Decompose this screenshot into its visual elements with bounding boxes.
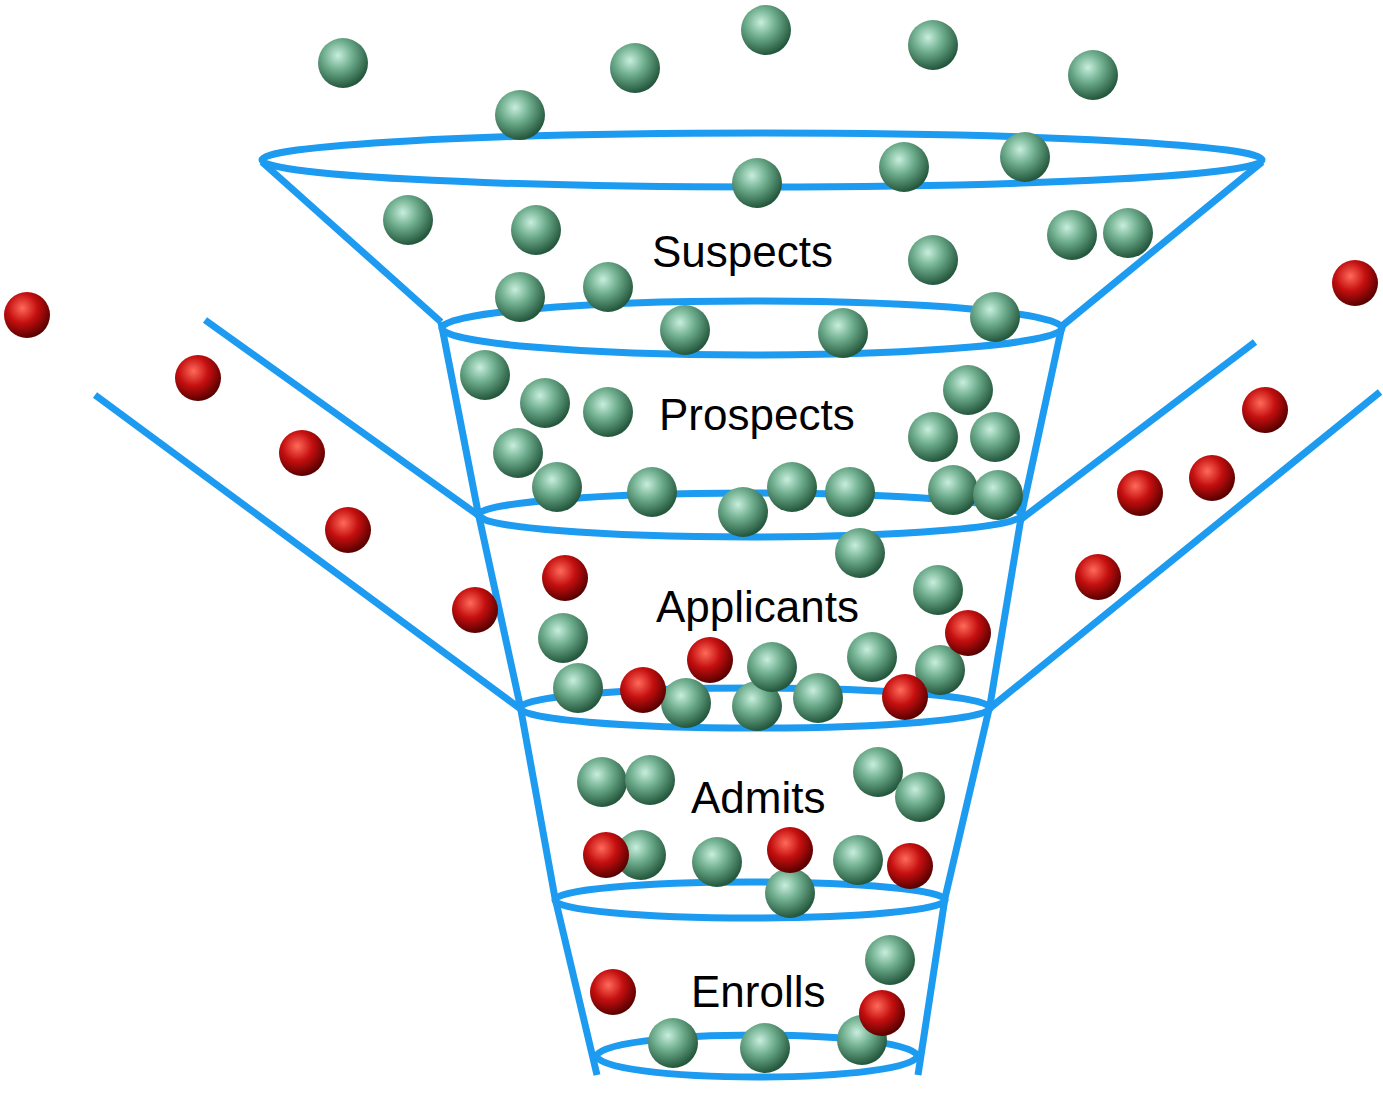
red-ball <box>1242 387 1288 433</box>
green-ball <box>692 837 742 887</box>
green-ball <box>625 755 675 805</box>
green-ball <box>970 412 1020 462</box>
green-ball <box>908 235 958 285</box>
green-ball <box>732 158 782 208</box>
green-ball <box>740 1023 790 1073</box>
chute-line <box>205 320 485 520</box>
funnel-side <box>441 322 478 512</box>
funnel-band: Prospects <box>653 389 861 441</box>
green-ball <box>765 868 815 918</box>
funnel-side <box>520 705 555 898</box>
funnel-band: Enrolls <box>685 966 832 1018</box>
green-ball <box>495 90 545 140</box>
green-ball <box>520 378 570 428</box>
red-ball <box>175 355 221 401</box>
red-ball <box>620 667 666 713</box>
green-ball <box>661 678 711 728</box>
green-ball <box>577 757 627 807</box>
red-ball <box>279 430 325 476</box>
green-ball <box>583 387 633 437</box>
red-ball <box>542 555 588 601</box>
green-ball <box>1047 210 1097 260</box>
red-ball <box>325 507 371 553</box>
green-ball <box>493 428 543 478</box>
green-ball <box>1068 50 1118 100</box>
green-ball <box>913 565 963 615</box>
red-ball <box>1075 554 1121 600</box>
red-ball <box>687 637 733 683</box>
funnel-outline <box>95 133 1380 1077</box>
green-ball <box>973 470 1023 520</box>
green-ball <box>610 43 660 93</box>
band-label: Prospects <box>659 391 855 439</box>
green-ball <box>793 673 843 723</box>
band-label: Applicants <box>656 583 859 631</box>
green-ball <box>741 5 791 55</box>
green-ball <box>495 272 545 322</box>
green-ball <box>865 935 915 985</box>
green-ball <box>460 350 510 400</box>
green-ball <box>718 487 768 537</box>
green-ball <box>648 1018 698 1068</box>
green-ball <box>833 835 883 885</box>
red-ball <box>1189 455 1235 501</box>
green-ball <box>847 632 897 682</box>
green-ball <box>908 20 958 70</box>
funnel-side <box>1022 326 1062 512</box>
red-ball <box>882 674 928 720</box>
red-ball <box>859 990 905 1036</box>
green-ball <box>660 305 710 355</box>
green-ball <box>928 465 978 515</box>
chute-line <box>95 395 522 710</box>
green-ball <box>747 642 797 692</box>
green-ball <box>583 262 633 312</box>
funnel-band: Applicants <box>650 581 865 633</box>
funnel-band: Suspects <box>646 226 839 278</box>
red-ball <box>767 827 813 873</box>
green-ball <box>1103 208 1153 258</box>
funnel-side <box>262 162 441 322</box>
band-label: Suspects <box>652 228 833 276</box>
green-ball <box>853 747 903 797</box>
green-ball <box>895 772 945 822</box>
green-ball <box>767 462 817 512</box>
band-label: Admits <box>691 774 825 822</box>
green-ball <box>825 467 875 517</box>
green-ball <box>943 365 993 415</box>
green-ball <box>538 613 588 663</box>
funnel-side <box>990 512 1022 705</box>
green-ball <box>879 142 929 192</box>
green-ball <box>627 467 677 517</box>
funnel-side <box>918 898 945 1075</box>
chute-line <box>990 392 1380 708</box>
red-ball <box>452 587 498 633</box>
green-ball <box>532 462 582 512</box>
funnel-side <box>945 705 990 898</box>
green-ball <box>383 195 433 245</box>
red-ball <box>583 832 629 878</box>
red-ball <box>887 843 933 889</box>
green-ball <box>908 412 958 462</box>
red-ball <box>590 969 636 1015</box>
red-ball <box>945 610 991 656</box>
funnel-rim <box>555 882 945 918</box>
green-ball <box>835 528 885 578</box>
green-ball <box>511 205 561 255</box>
funnel-band: Admits <box>685 772 831 824</box>
red-ball <box>1117 470 1163 516</box>
green-ball <box>818 308 868 358</box>
green-ball <box>553 663 603 713</box>
balls <box>4 5 1378 1073</box>
red-ball <box>4 292 50 338</box>
green-ball <box>1000 132 1050 182</box>
red-ball <box>1332 260 1378 306</box>
band-label: Enrolls <box>691 968 826 1016</box>
green-ball <box>970 292 1020 342</box>
green-ball <box>318 38 368 88</box>
